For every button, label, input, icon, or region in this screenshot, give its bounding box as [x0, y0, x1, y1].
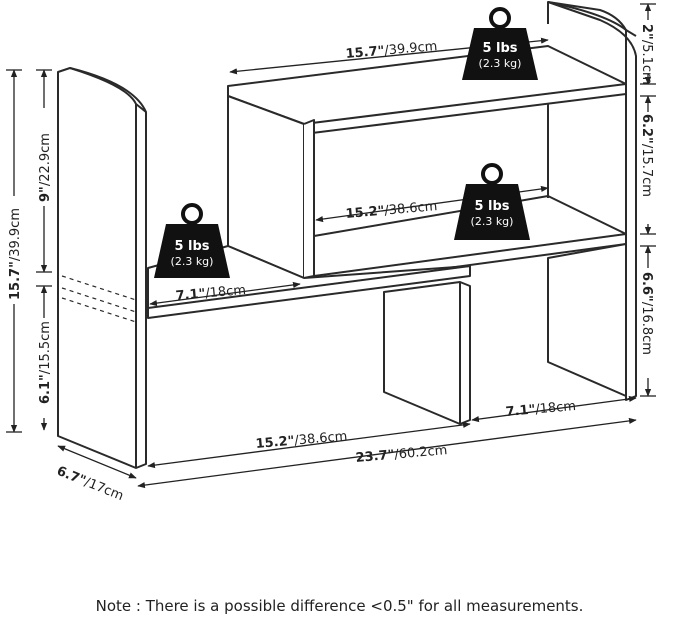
shelf-drawing [57, 1, 637, 469]
svg-text:5 lbs: 5 lbs [482, 41, 517, 56]
dim-top-width: 15.7"/39.9cm [345, 39, 438, 62]
weight-icon-top: 5 lbs (2.3 kg) [462, 7, 538, 80]
weight-icon-middle: 5 lbs (2.3 kg) [454, 163, 530, 240]
svg-text:(2.3 kg): (2.3 kg) [471, 215, 514, 228]
dim-bottom-inner-width: 15.2"/38.6cm [255, 429, 348, 452]
lower-support-left [383, 281, 471, 425]
weight-icon-left: 5 lbs (2.3 kg) [154, 203, 230, 278]
lower-support-right [547, 243, 627, 397]
measurement-note: Note : There is a possible difference <0… [95, 597, 584, 615]
dim-right-low-height: 6.6"/16.8cm [639, 272, 654, 355]
dim-right-mid-height: 6.2"/15.7cm [639, 114, 654, 197]
dim-left-upper-height: 9"/22.9cm [38, 133, 53, 202]
svg-text:(2.3 kg): (2.3 kg) [171, 255, 214, 268]
dim-upper-inner-width: 15.2"/38.6cm [345, 199, 438, 222]
left-side-panel [57, 67, 147, 469]
svg-text:5 lbs: 5 lbs [174, 239, 209, 254]
dim-left-lower-height: 6.1"/15.5cm [38, 321, 53, 404]
dim-lower-left-width: 7.1"/18cm [175, 283, 247, 304]
svg-text:5 lbs: 5 lbs [474, 199, 509, 214]
dim-lower-right-width: 7.1"/18cm [505, 399, 577, 420]
dimension-labels: 15.7"/39.9cm 15.2"/38.6cm 7.1"/18cm 7.1"… [8, 24, 654, 504]
dim-total-height: 15.7"/39.9cm [8, 208, 23, 300]
dim-right-top-height: 2"/5.1cm [639, 24, 654, 85]
svg-text:(2.3 kg): (2.3 kg) [479, 57, 522, 70]
dim-total-width: 23.7"/60.2cm [355, 443, 448, 466]
